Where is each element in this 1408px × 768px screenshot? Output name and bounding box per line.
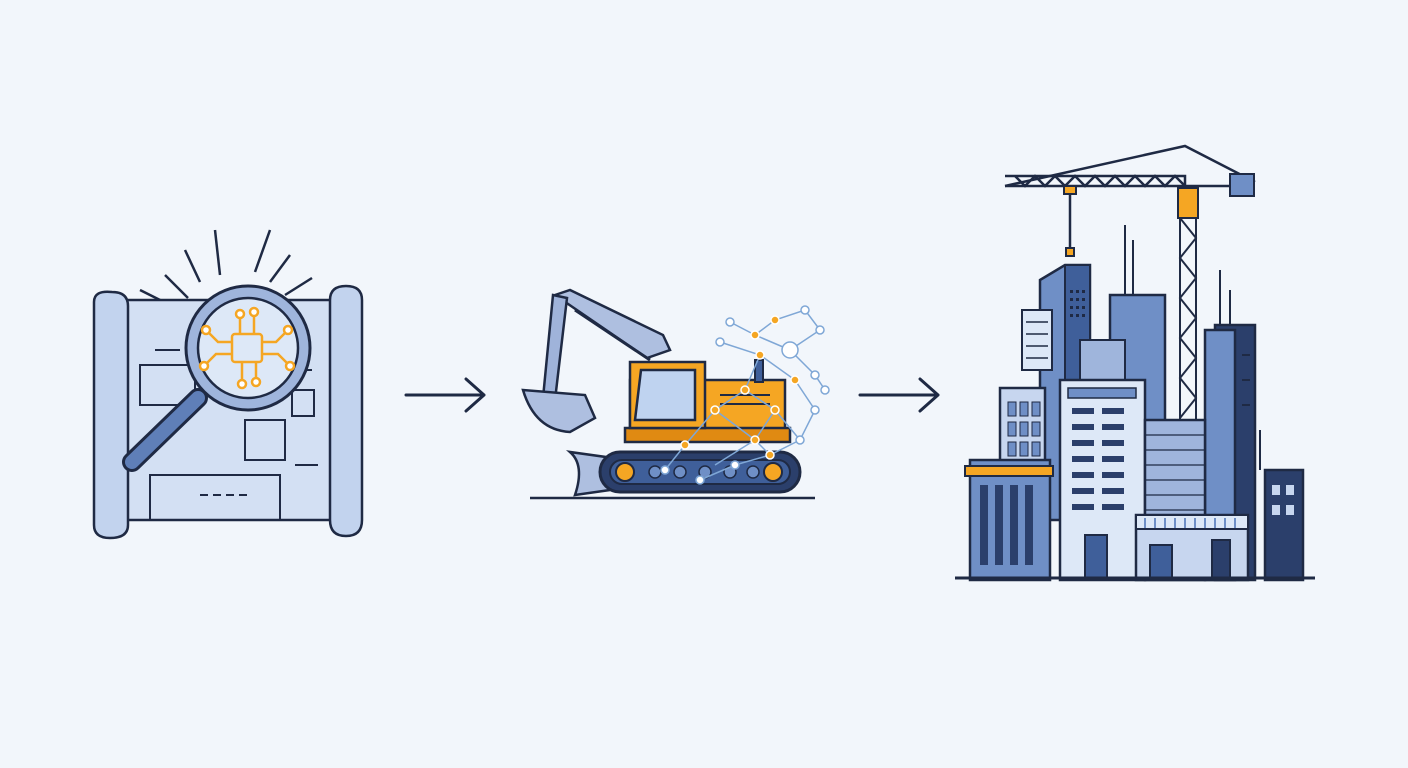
blueprint-magnifier-icon <box>92 229 364 540</box>
arrow-right-icon <box>404 377 486 413</box>
excavator-network-icon <box>521 288 830 500</box>
arrow-right-icon <box>858 377 940 413</box>
skyline-crane-icon <box>955 144 1315 582</box>
